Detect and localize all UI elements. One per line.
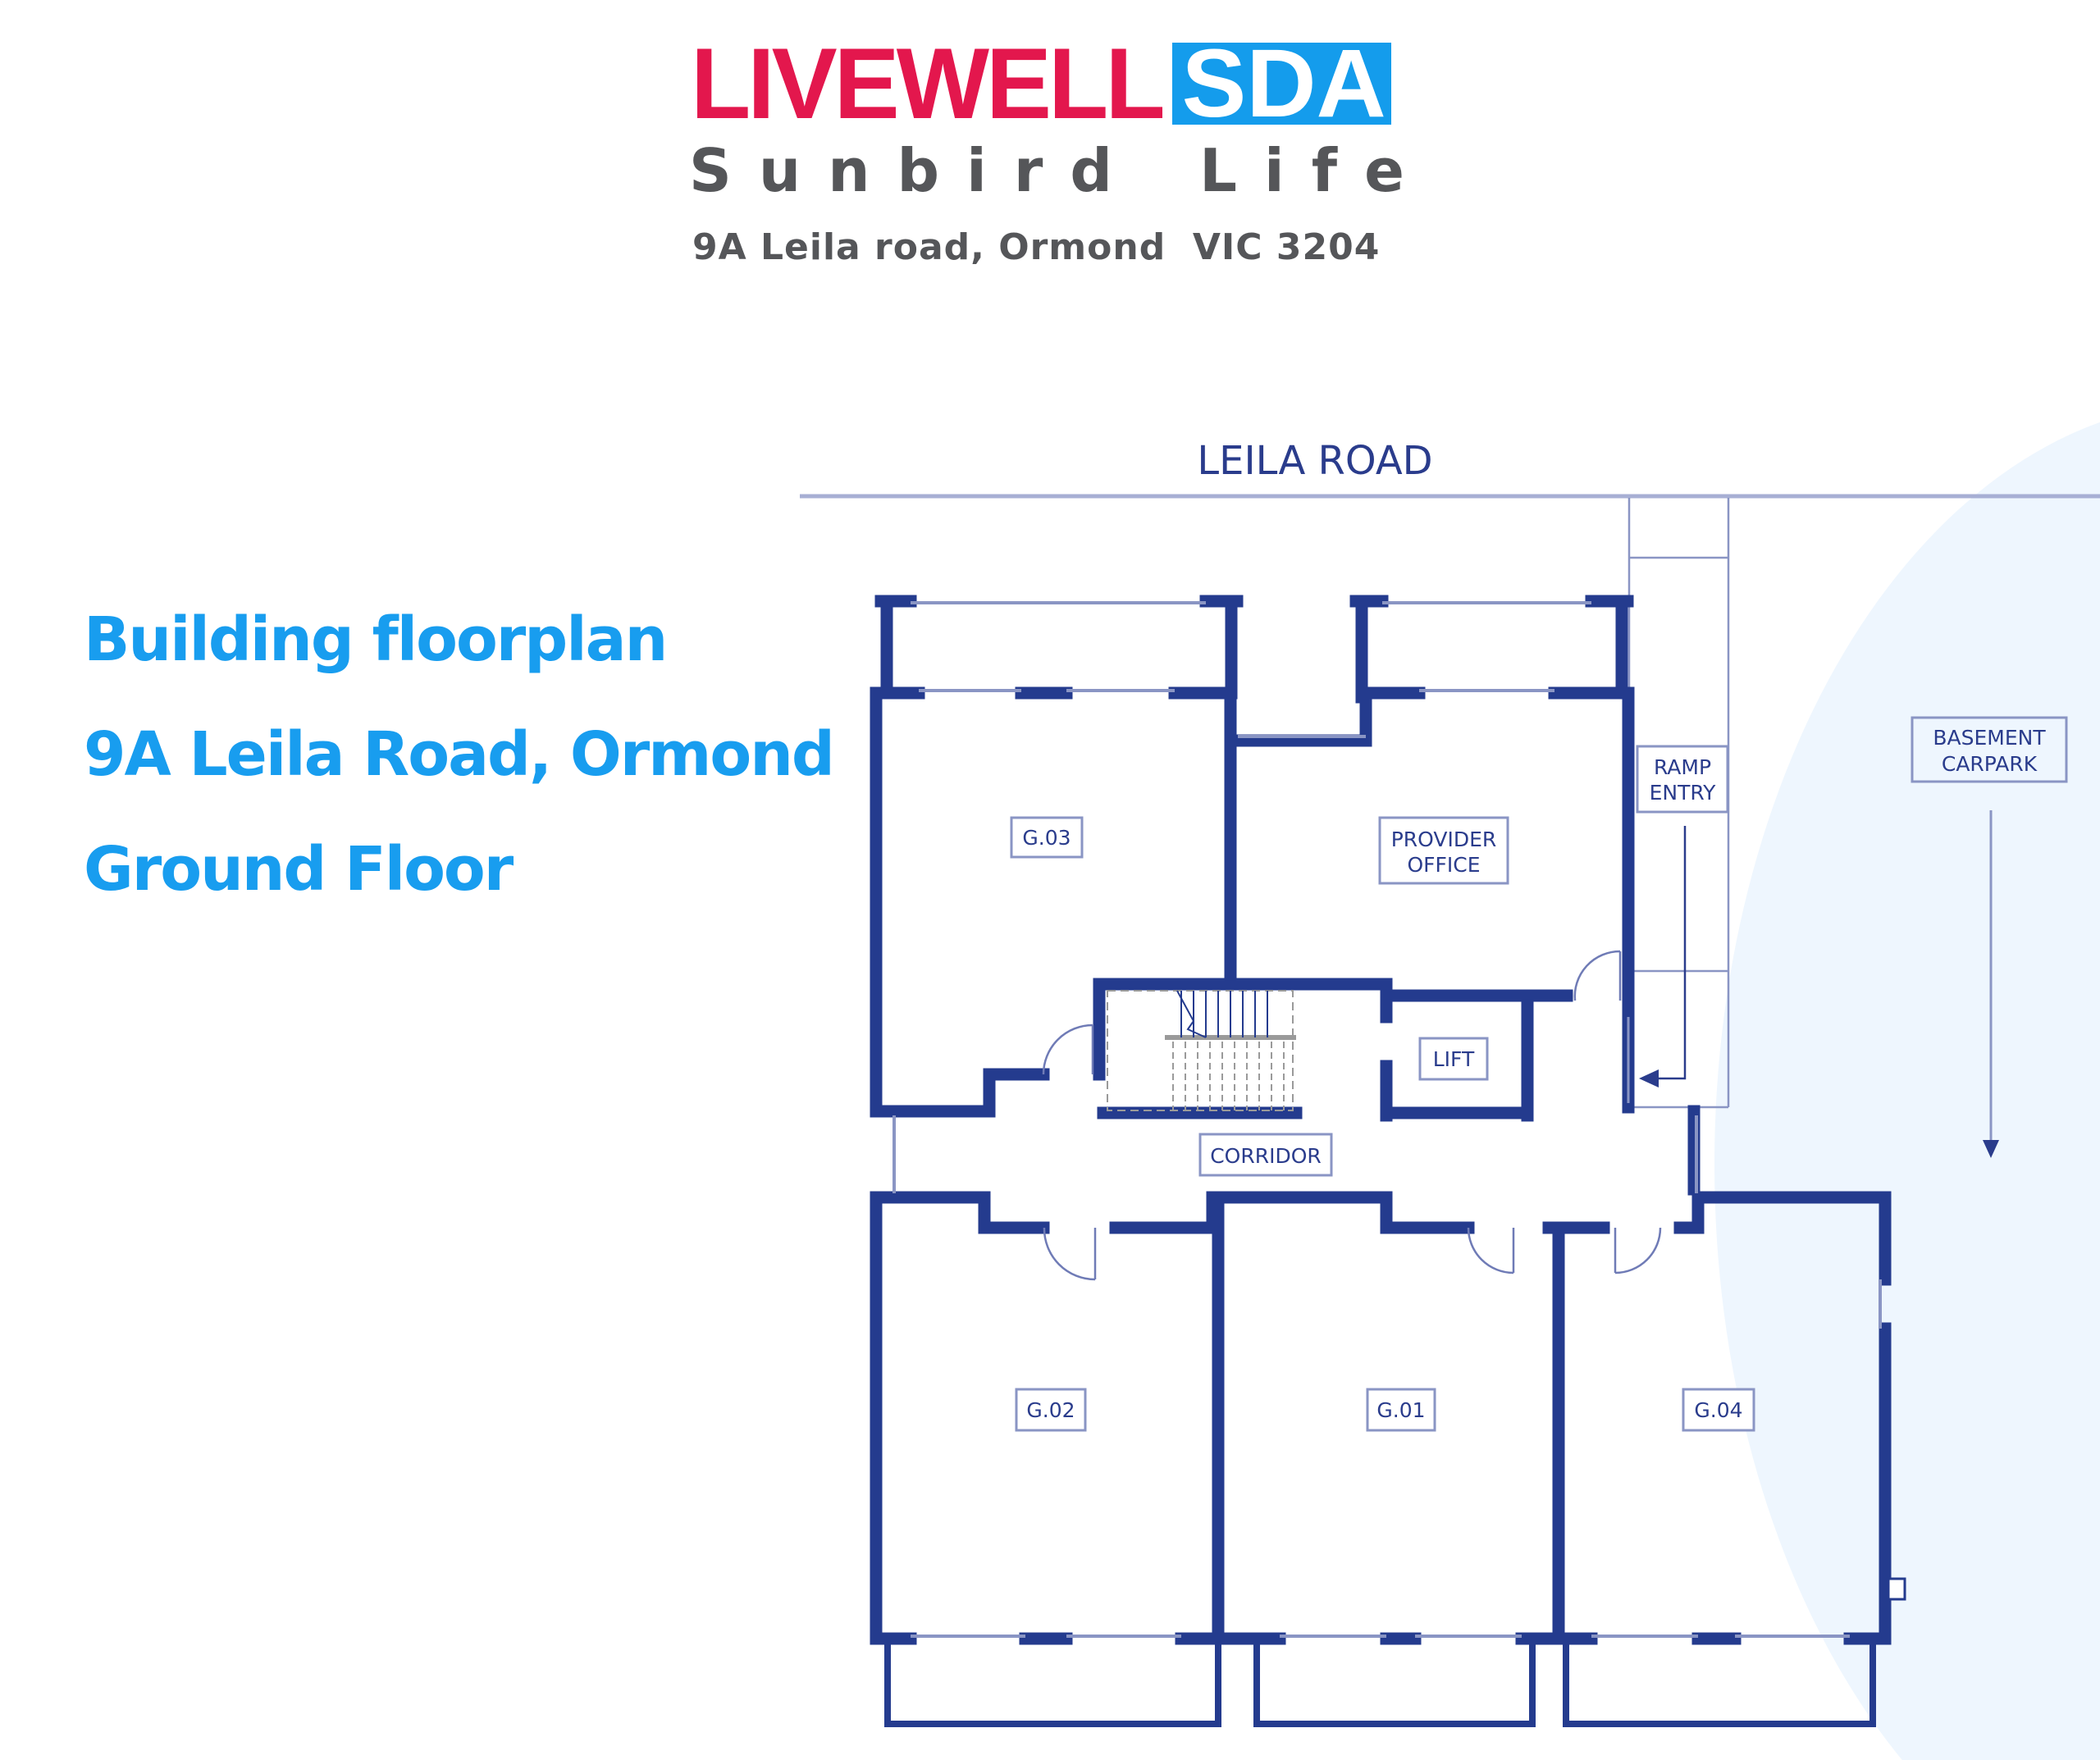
street-label: LEILA ROAD [1197,438,1432,484]
basement-carpark-label: BASEMENT CARPARK [1911,716,2068,783]
ramp-entry-label: RAMP ENTRY [1636,745,1729,814]
brand-livewell-wordmark: LIVEWELL [691,27,1166,140]
room-label-corridor: CORRIDOR [1198,1133,1333,1177]
svg-text:G.04: G.04 [1694,1398,1742,1422]
room-label-g03: G.03 [1010,816,1084,859]
brand-tagline: S u n b i r d L i f e [689,138,1404,203]
balconies-south [884,1640,1876,1727]
title-line-building-floorplan: Building floorplan [84,604,668,675]
svg-text:CORRIDOR: CORRIDOR [1210,1144,1322,1168]
tagline-letter: n [828,136,870,205]
door-swings [1042,950,1662,1281]
room-label-provider-office: PROVIDER OFFICE [1378,816,1509,885]
svg-text:LIFT: LIFT [1433,1047,1475,1071]
room-label-g04: G.04 [1682,1388,1755,1432]
stairs [1107,990,1296,1111]
page-title-block: Building floorplan 9A Leila Road, Ormond… [84,599,835,943]
tagline-letter: r [1013,136,1043,205]
title-line-address: 9A Leila Road, Ormond [84,719,835,790]
tagline-letter: i [966,136,987,205]
ramp-arrow-icon [1639,1069,1659,1087]
basement-arrow-icon [1983,1140,1999,1158]
room-label-g02: G.02 [1015,1388,1087,1432]
brand-logo: LIVEWELL SDA [691,27,1391,140]
room-label-g01: G.01 [1366,1388,1436,1432]
external-fixture [1887,1577,1906,1601]
background-tint-shape [1714,422,2100,1760]
walls [870,595,1892,1645]
tagline-letter: u [758,136,801,205]
tagline-letter: i [1264,136,1285,205]
tagline-letter: b [897,136,940,205]
tagline-letter: e [1364,136,1404,205]
tagline-letter: d [1070,136,1112,205]
svg-text:BASEMENT: BASEMENT [1933,726,2046,750]
windows [892,601,1882,1638]
svg-text:G.01: G.01 [1376,1398,1425,1422]
brand-sda-badge: SDA [1171,35,1391,132]
svg-text:RAMP: RAMP [1654,755,1711,779]
tagline-letter: f [1311,136,1338,205]
svg-text:G.02: G.02 [1026,1398,1075,1422]
title-line-floor: Ground Floor [84,834,514,905]
svg-text:ENTRY: ENTRY [1650,781,1717,805]
tagline-letter: S [689,136,732,205]
svg-text:CARPARK: CARPARK [1942,752,2038,776]
svg-text:PROVIDER: PROVIDER [1391,828,1497,851]
brand-address: 9A Leila road, Ormond VIC 3204 [692,226,1381,268]
svg-text:G.03: G.03 [1022,826,1071,850]
tagline-letter: L [1199,136,1237,205]
room-label-lift: LIFT [1418,1037,1489,1081]
brand-header: LIVEWELL SDA S u n b i r d L i f e 9A Le… [0,0,2100,279]
svg-text:OFFICE: OFFICE [1407,853,1480,877]
